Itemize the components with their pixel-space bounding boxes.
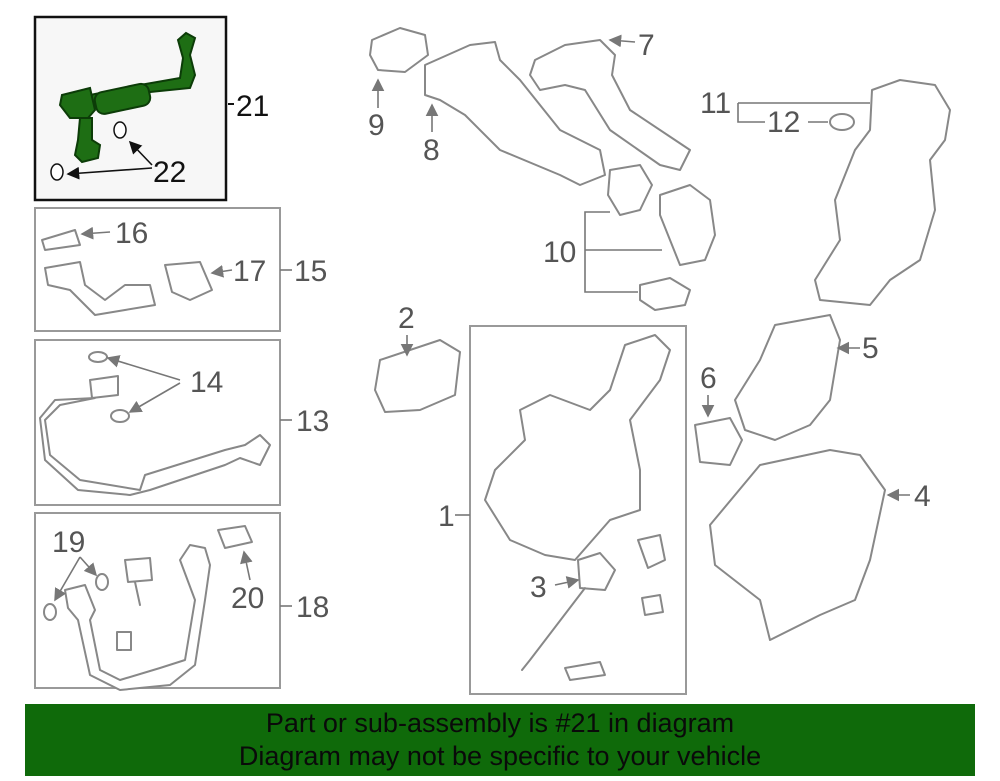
gasket-2[interactable] <box>374 339 461 413</box>
pipe-18[interactable] <box>64 544 211 691</box>
callout-3: 3 <box>530 571 547 604</box>
callout-22: 22 <box>153 156 186 189</box>
leader-17 <box>210 265 233 278</box>
washer-22a[interactable] <box>113 121 127 139</box>
banner-line-1: Part or sub-assembly is #21 in diagram <box>265 708 735 738</box>
callout-18: 18 <box>296 591 329 624</box>
callout-19: 19 <box>52 526 85 559</box>
callout-16: 16 <box>115 217 148 250</box>
cap-12[interactable] <box>829 113 855 131</box>
leader-11-12 <box>737 102 870 123</box>
gasket-16[interactable] <box>41 229 81 251</box>
callout-2: 2 <box>398 302 415 335</box>
oil-feed-pipe-highlighted[interactable] <box>58 31 197 164</box>
leader-22a <box>128 140 153 166</box>
callout-7: 7 <box>638 29 655 62</box>
gasket-17[interactable] <box>164 261 213 301</box>
part-1-group[interactable]: 1 3 <box>438 325 687 695</box>
leader-14a <box>106 355 181 381</box>
callout-8: 8 <box>423 134 440 167</box>
leader-14b <box>128 382 181 413</box>
leader-19b <box>54 556 81 602</box>
bolt[interactable] <box>124 557 153 606</box>
callout-10: 10 <box>543 236 576 269</box>
throttle-body-11[interactable] <box>814 79 951 306</box>
air-duct-8[interactable] <box>424 41 606 186</box>
washer-14b[interactable] <box>110 409 130 423</box>
gasket-9[interactable] <box>369 27 429 73</box>
info-banner: Part or sub-assembly is #21 in diagram D… <box>25 704 975 776</box>
turbocharger-1[interactable] <box>484 334 671 561</box>
clip-3[interactable] <box>564 661 606 681</box>
callout-12: 12 <box>767 106 800 139</box>
pipe-15[interactable] <box>44 261 156 316</box>
bolt-1[interactable] <box>637 534 666 569</box>
callout-6: 6 <box>700 362 717 395</box>
callout-15: 15 <box>294 255 327 288</box>
clamp-10a[interactable] <box>607 164 653 216</box>
callout-5: 5 <box>862 332 879 365</box>
gasket-6[interactable] <box>694 417 743 466</box>
banner-line-2: Diagram may not be specific to your vehi… <box>238 741 762 771</box>
callout-11: 11 <box>700 87 731 120</box>
leader-16 <box>80 226 111 240</box>
callout-9: 9 <box>368 109 385 142</box>
part-13-group[interactable]: 14 13 <box>34 339 329 506</box>
nut-1[interactable] <box>641 594 664 616</box>
hose-7[interactable] <box>529 39 691 171</box>
washer-14a[interactable] <box>88 351 108 363</box>
leader-19a <box>79 556 98 577</box>
callout-21: 21 <box>236 90 269 123</box>
leader-3 <box>554 576 580 589</box>
clip[interactable] <box>116 631 132 651</box>
washer-19b[interactable] <box>43 603 57 621</box>
callout-20: 20 <box>231 582 264 615</box>
heat-shield-4[interactable] <box>709 449 886 641</box>
part-15-group[interactable]: 16 17 15 <box>34 207 327 332</box>
callout-13: 13 <box>296 405 329 438</box>
callout-1: 1 <box>438 500 455 533</box>
washer-22b[interactable] <box>50 163 64 181</box>
callout-4: 4 <box>914 480 931 513</box>
hose-10[interactable] <box>659 184 716 266</box>
gasket-20[interactable] <box>217 525 253 549</box>
callout-14: 14 <box>190 366 223 399</box>
part-18-group[interactable]: 19 20 18 <box>34 512 329 691</box>
leader-22b <box>66 166 153 180</box>
elbow-5[interactable] <box>734 314 841 441</box>
washer-19a[interactable] <box>95 573 109 591</box>
leader-10 <box>584 211 662 293</box>
callout-17: 17 <box>233 255 266 288</box>
leader-20 <box>240 550 253 581</box>
part-21-group[interactable]: 21 22 <box>33 15 269 202</box>
oil-return-pipe-13[interactable] <box>39 375 271 496</box>
clamp-10b[interactable] <box>639 277 691 311</box>
actuator-3[interactable] <box>521 552 616 671</box>
